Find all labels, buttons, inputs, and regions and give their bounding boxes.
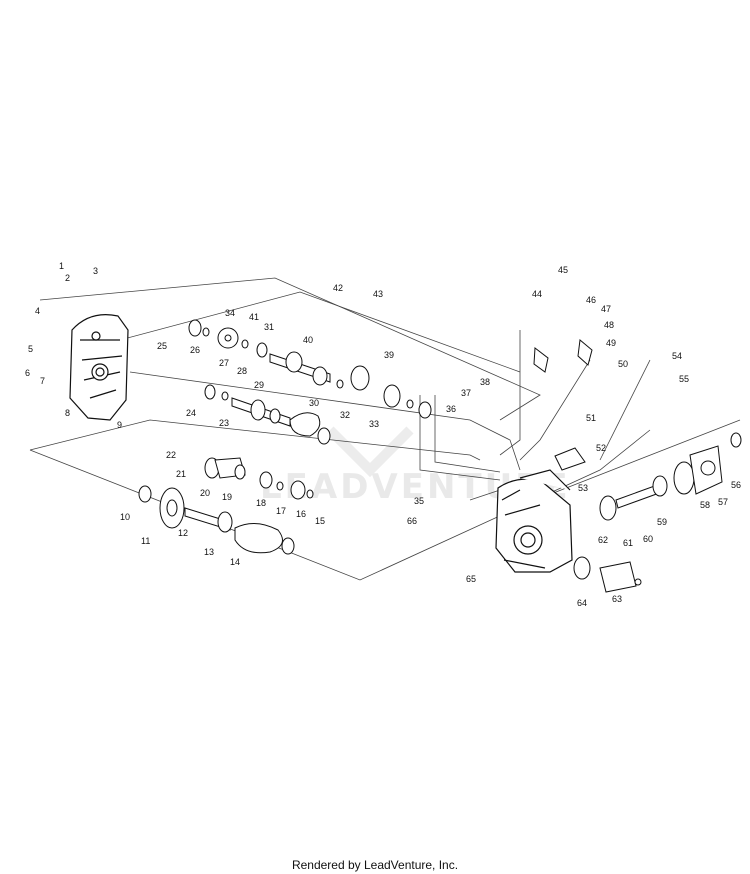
callout-56: 56: [731, 480, 741, 490]
callout-24a: 24: [186, 408, 196, 418]
callout-6: 6: [25, 368, 30, 378]
callout-60: 60: [643, 534, 653, 544]
callout-52: 52: [596, 443, 606, 453]
callout-45: 45: [558, 265, 568, 275]
callout-55: 55: [679, 374, 689, 384]
callout-7: 7: [40, 376, 45, 386]
callout-26a: 26: [190, 345, 200, 355]
callout-36a: 36: [446, 404, 456, 414]
callout-61: 61: [623, 538, 633, 548]
callout-33: 33: [369, 419, 379, 429]
upper-shaft-assembly: [188, 319, 432, 419]
callout-57: 57: [718, 497, 728, 507]
callout-1: 1: [59, 261, 64, 271]
callout-2: 2: [65, 273, 70, 283]
callout-32: 32: [340, 410, 350, 420]
callout-54: 54: [672, 351, 682, 361]
right-side-parts: [533, 339, 742, 593]
callout-41: 41: [249, 312, 259, 322]
middle-shaft-assembly: [204, 384, 331, 445]
callout-42: 42: [333, 283, 343, 293]
callout-18: 18: [256, 498, 266, 508]
callout-9: 9: [117, 420, 122, 430]
callout-21: 21: [176, 469, 186, 479]
callout-10a: 10: [120, 512, 130, 522]
callout-25a: 25: [157, 341, 167, 351]
right-transmission-case: [495, 469, 573, 573]
callout-49: 49: [606, 338, 616, 348]
callout-29: 29: [254, 380, 264, 390]
callout-17: 17: [276, 506, 286, 516]
callout-4: 4: [35, 306, 40, 316]
callout-59: 59: [657, 517, 667, 527]
callout-47: 47: [601, 304, 611, 314]
callout-66: 66: [407, 516, 417, 526]
assembly-reference-lines: [29, 277, 741, 581]
callout-14: 14: [230, 557, 240, 567]
callout-51: 51: [586, 413, 596, 423]
callout-31a: 31: [264, 322, 274, 332]
callout-64: 64: [577, 598, 587, 608]
callout-23: 23: [219, 418, 229, 428]
callout-39: 39: [384, 350, 394, 360]
callout-12: 12: [178, 528, 188, 538]
callout-43: 43: [373, 289, 383, 299]
callout-65: 65: [466, 574, 476, 584]
watermark-chevron-icon: [326, 426, 414, 478]
callout-30: 30: [309, 398, 319, 408]
callout-48: 48: [604, 320, 614, 330]
left-transmission-case: [69, 314, 129, 421]
callout-15: 15: [315, 516, 325, 526]
callout-53: 53: [578, 483, 588, 493]
callout-46: 46: [586, 295, 596, 305]
part-callouts: 1 2 3 4 5 6 7 8 9 25 26 27 28 31 34 41 4…: [25, 261, 741, 608]
footer-credit: Rendered by LeadVenture, Inc.: [291, 858, 459, 872]
lower-shaft-assembly: [138, 457, 314, 555]
callout-58: 58: [700, 500, 710, 510]
callout-20a: 20: [200, 488, 210, 498]
callout-63: 63: [612, 594, 622, 604]
callout-35: 35: [414, 496, 424, 506]
callout-27a: 27: [219, 358, 229, 368]
callout-19: 19: [222, 492, 232, 502]
callout-8: 8: [65, 408, 70, 418]
callout-5: 5: [28, 344, 33, 354]
callout-11: 11: [141, 536, 150, 546]
callout-38: 38: [480, 377, 490, 387]
callout-3: 3: [93, 266, 98, 276]
callout-13: 13: [204, 547, 214, 557]
callout-40: 40: [303, 335, 313, 345]
callout-22: 22: [166, 450, 176, 460]
callout-28: 28: [237, 366, 247, 376]
callout-37: 37: [461, 388, 471, 398]
callout-62: 62: [598, 535, 608, 545]
callout-44: 44: [532, 289, 542, 299]
callout-34a: 34: [225, 308, 235, 318]
callout-50: 50: [618, 359, 628, 369]
callout-16: 16: [296, 509, 306, 519]
